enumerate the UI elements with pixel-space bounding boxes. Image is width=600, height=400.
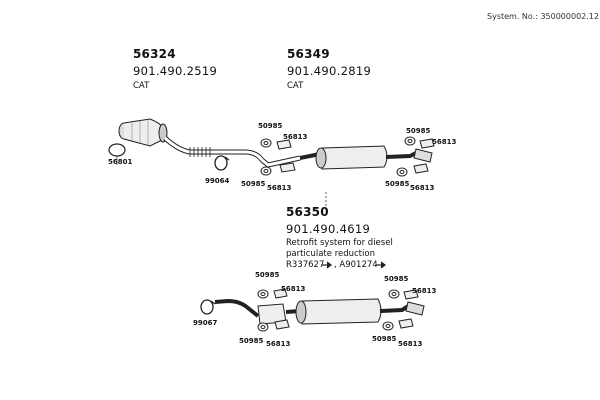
callout-56813-low-right-b: 56813 [398,340,423,348]
clamp-56801 [108,143,126,165]
oe-number-lower: 901.490.4619 [286,222,371,236]
callout-56813-top-mid-a: 56813 [283,133,308,141]
callout-56813-low-right-a: 56813 [412,287,437,295]
front-pipe-lower [214,298,260,318]
flex-section [189,147,211,157]
part-number-56324: 56324 [133,47,176,61]
callout-56813-top-right-b: 56813 [410,184,435,192]
part-number-56350: 56350 [286,205,329,219]
callout-50985-top-mid-a: 50985 [258,122,283,130]
callout-56813-low-left-a: 56813 [281,285,306,293]
system-number: System. No.: 350000002.12 [487,12,599,21]
callout-50985-top-mid-b: 50985 [241,180,266,188]
hanger-group-top-middle [260,138,296,176]
arrow-ref2 [376,261,386,269]
oe-number-left: 901.490.2519 [133,64,218,78]
clamp-99064 [214,155,230,171]
note-cat-middle: CAT [287,81,304,91]
callout-99067: 99067 [193,319,218,327]
note-cat-left: CAT [133,81,150,91]
reference-r337627: R337627 [286,260,325,270]
callout-56813-low-left-b: 56813 [266,340,291,348]
hanger-group-top-right [396,136,435,177]
part-number-56349: 56349 [287,47,330,61]
callout-50985-low-right-b: 50985 [372,335,397,343]
rear-muffler-top [299,145,433,170]
catalytic-converter-56324 [118,118,168,147]
callout-50985-top-right-b: 50985 [385,180,410,188]
oe-number-middle: 901.490.2819 [287,64,372,78]
callout-56801: 56801 [108,158,133,166]
callout-50985-low-right-a: 50985 [384,275,409,283]
hanger-group-lower-left [257,288,290,332]
callout-56813-top-mid-b: 56813 [267,184,292,192]
callout-50985-low-left-b: 50985 [239,337,264,345]
callout-99064: 99064 [205,177,230,185]
callout-50985-low-left-a: 50985 [255,271,280,279]
arrow-ref1 [322,261,332,269]
note-retrofit-line2: particulate reduction [286,249,375,259]
hanger-group-lower-right [382,289,419,331]
callout-56813-top-right-a: 56813 [432,138,457,146]
note-retrofit-line1: Retrofit system for diesel [286,238,393,248]
callout-50985-top-right-a: 50985 [406,127,431,135]
reference-a901274: , A901274 [334,260,378,270]
rear-muffler-lower [295,298,425,325]
clamp-99067 [200,299,216,315]
